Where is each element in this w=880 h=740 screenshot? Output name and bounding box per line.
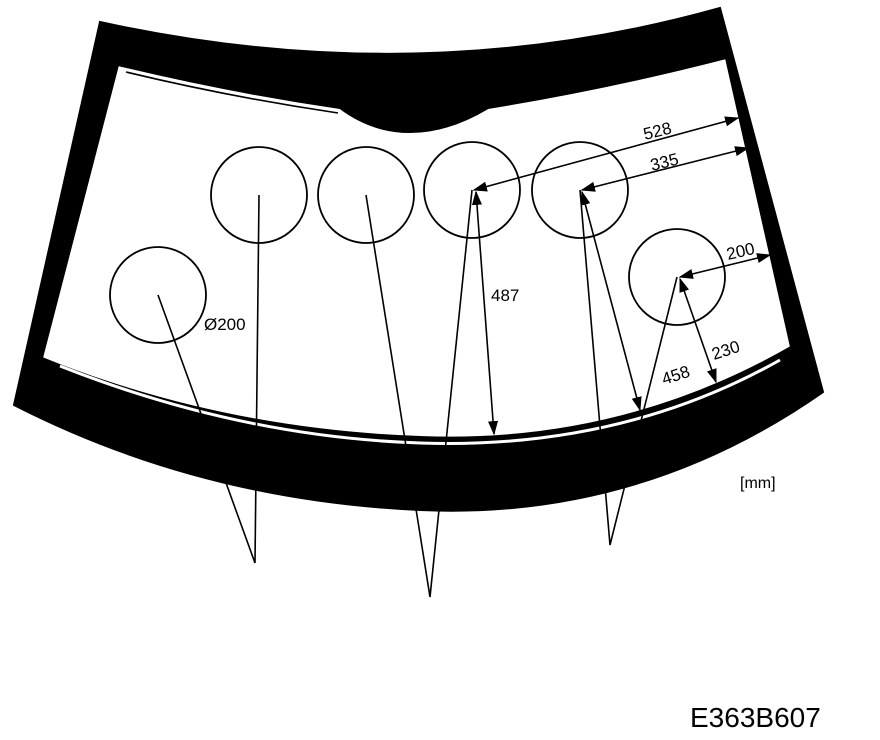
- dimline-335: [580, 146, 750, 192]
- dimline-487: [471, 190, 499, 436]
- dimline-458: [580, 190, 642, 412]
- dimline-200: [678, 253, 772, 279]
- leader-lines-left: [157, 194, 260, 564]
- figure-code: E363B607: [690, 702, 821, 733]
- dim-label-487: 487: [491, 286, 519, 305]
- dimline-230: [679, 277, 717, 384]
- zone-circle-3: [317, 146, 415, 244]
- leader-lines-center: [365, 189, 473, 598]
- top-trim-line: [125, 71, 339, 114]
- zone-circle-1: [109, 246, 207, 344]
- diameter-label: Ø200: [204, 315, 246, 334]
- bottom-trim-line: [59, 358, 781, 445]
- unit-label: [mm]: [740, 475, 776, 492]
